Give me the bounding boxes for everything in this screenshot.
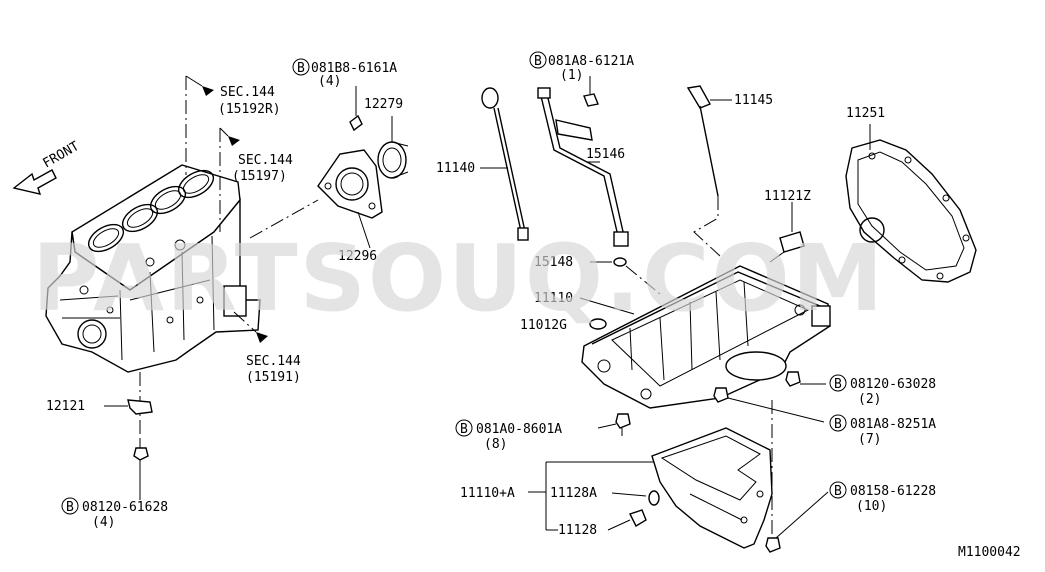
part-11145[interactable]: 11145 (686, 85, 773, 257)
bolt-081a0-8601a[interactable]: B 081A0-8601A (8) (455, 413, 631, 452)
bolt-symbol: B (66, 500, 74, 515)
bracket-11121z[interactable]: 11121Z (764, 189, 811, 263)
oil-level-gauge-11140[interactable]: 11140 (436, 87, 529, 241)
part-11145-label: 11145 (734, 93, 773, 108)
rear-oil-seal-retainer-12296[interactable]: 12296 (249, 149, 383, 264)
bolt-symbol: B (297, 61, 305, 76)
washer-11128a[interactable]: 11128A (550, 486, 660, 506)
part-12296-label: 12296 (338, 249, 377, 264)
bolt-081a0-8601a-qty: (8) (484, 437, 507, 452)
bolt-symbol-icon (292, 58, 310, 76)
oil-pan-lower-11110a[interactable] (651, 427, 773, 549)
bolt-symbol: B (834, 484, 842, 499)
bolt-081a8-6121a[interactable]: B 081A8-6121A (1) (529, 51, 634, 107)
sec-15197-line1: SEC.144 (238, 153, 293, 168)
bolt-08120-61628[interactable]: B 08120-61628 (4) (61, 438, 168, 530)
bolt-symbol-icon (829, 414, 847, 432)
bolt-symbol-icon (61, 497, 79, 515)
part-12121-label: 12121 (46, 399, 85, 414)
bolt-symbol: B (834, 377, 842, 392)
diagram-id: M1100042 (958, 545, 1021, 560)
bolt-081a8-8251a[interactable]: B 081A8-8251A (7) (713, 387, 936, 447)
sec-15191-line2: (15191) (246, 370, 301, 385)
sec-15191-line1: SEC.144 (246, 354, 301, 369)
part-11012g-label: 11012G (520, 318, 567, 333)
sec-15192r-line1: SEC.144 (220, 85, 275, 100)
section-arrow-icon (202, 86, 214, 96)
front-arrow-icon (12, 169, 57, 195)
plug-11012g[interactable]: 11012G (520, 318, 607, 333)
section-arrow-icon (228, 136, 240, 146)
o-ring-15148[interactable]: 15148 (534, 255, 661, 295)
part-11110-label: 11110 (534, 291, 573, 306)
sec-15197-line2: (15197) (232, 169, 287, 184)
bolt-081a8-8251a-qty: (7) (858, 432, 881, 447)
part-15146-label: 15146 (586, 147, 625, 162)
bolt-symbol-icon (829, 374, 847, 392)
bolt-08158-61228-label: 08158-61228 (850, 484, 936, 499)
bolt-081a0-8601a-label: 081A0-8601A (476, 422, 562, 437)
cylinder-block[interactable] (45, 164, 261, 373)
bolt-08158-61228-qty: (10) (856, 499, 887, 514)
rear-plate-11251[interactable]: 11251 (845, 106, 977, 283)
bolt-081b8-6161a[interactable]: B 081B8-6161A (4) (292, 58, 397, 132)
bolt-081a8-6121a-qty: (1) (560, 68, 583, 83)
group-11110a[interactable]: 11110+A (460, 461, 654, 531)
part-11128-label: 11128 (558, 523, 597, 538)
sec-15192r-line2: (15192R) (218, 102, 281, 117)
part-15148-label: 15148 (534, 255, 573, 270)
part-11128a-label: 11128A (550, 486, 597, 501)
drain-bracket-12121[interactable]: 12121 (46, 372, 153, 440)
oil-pan-upper-11110[interactable]: 11110 (534, 265, 831, 409)
bolt-symbol-icon (829, 481, 847, 499)
section-arrow-icon (256, 332, 268, 343)
bolt-symbol: B (460, 422, 468, 437)
bolt-symbol-icon (455, 419, 473, 437)
bolt-08120-63028-qty: (2) (858, 392, 881, 407)
bolt-08120-61628-label: 08120-61628 (82, 500, 168, 515)
oil-gauge-guide-15146[interactable]: 15146 (537, 87, 629, 247)
bolt-symbol-icon (529, 51, 547, 69)
bolt-081a8-8251a-label: 081A8-8251A (850, 417, 936, 432)
bolt-08158-61228[interactable]: B 08158-61228 (10) (765, 481, 936, 553)
part-11110a-label: 11110+A (460, 486, 515, 501)
bolt-08120-61628-qty: (4) (92, 515, 115, 530)
bolt-08120-63028[interactable]: B 08120-63028 (2) (785, 371, 936, 407)
rear-oil-seal-12279[interactable]: 12279 (364, 97, 409, 179)
bolt-081a8-6121a-label: 081A8-6121A (548, 54, 634, 69)
part-12279-label: 12279 (364, 97, 403, 112)
part-11121z-label: 11121Z (764, 189, 811, 204)
drain-plug-11128[interactable]: 11128 (558, 509, 647, 538)
bolt-symbol: B (534, 54, 542, 69)
watermark: PARTSOUQ.COM (32, 225, 885, 332)
front-label: FRONT (41, 139, 83, 172)
bolt-symbol: B (834, 417, 842, 432)
sec-15192r-reference[interactable]: SEC.144 (15192R) (185, 75, 281, 175)
bolt-081b8-6161a-label: 081B8-6161A (311, 61, 397, 76)
sec-15191-reference[interactable]: SEC.144 (15191) (233, 311, 301, 385)
sec-15197-reference[interactable]: SEC.144 (15197) (219, 127, 293, 232)
front-direction-indicator: FRONT (12, 139, 83, 195)
part-11140-label: 11140 (436, 161, 475, 176)
bolt-081b8-6161a-qty: (4) (318, 74, 341, 89)
part-11251-label: 11251 (846, 106, 885, 121)
bolt-08120-63028-label: 08120-63028 (850, 377, 936, 392)
